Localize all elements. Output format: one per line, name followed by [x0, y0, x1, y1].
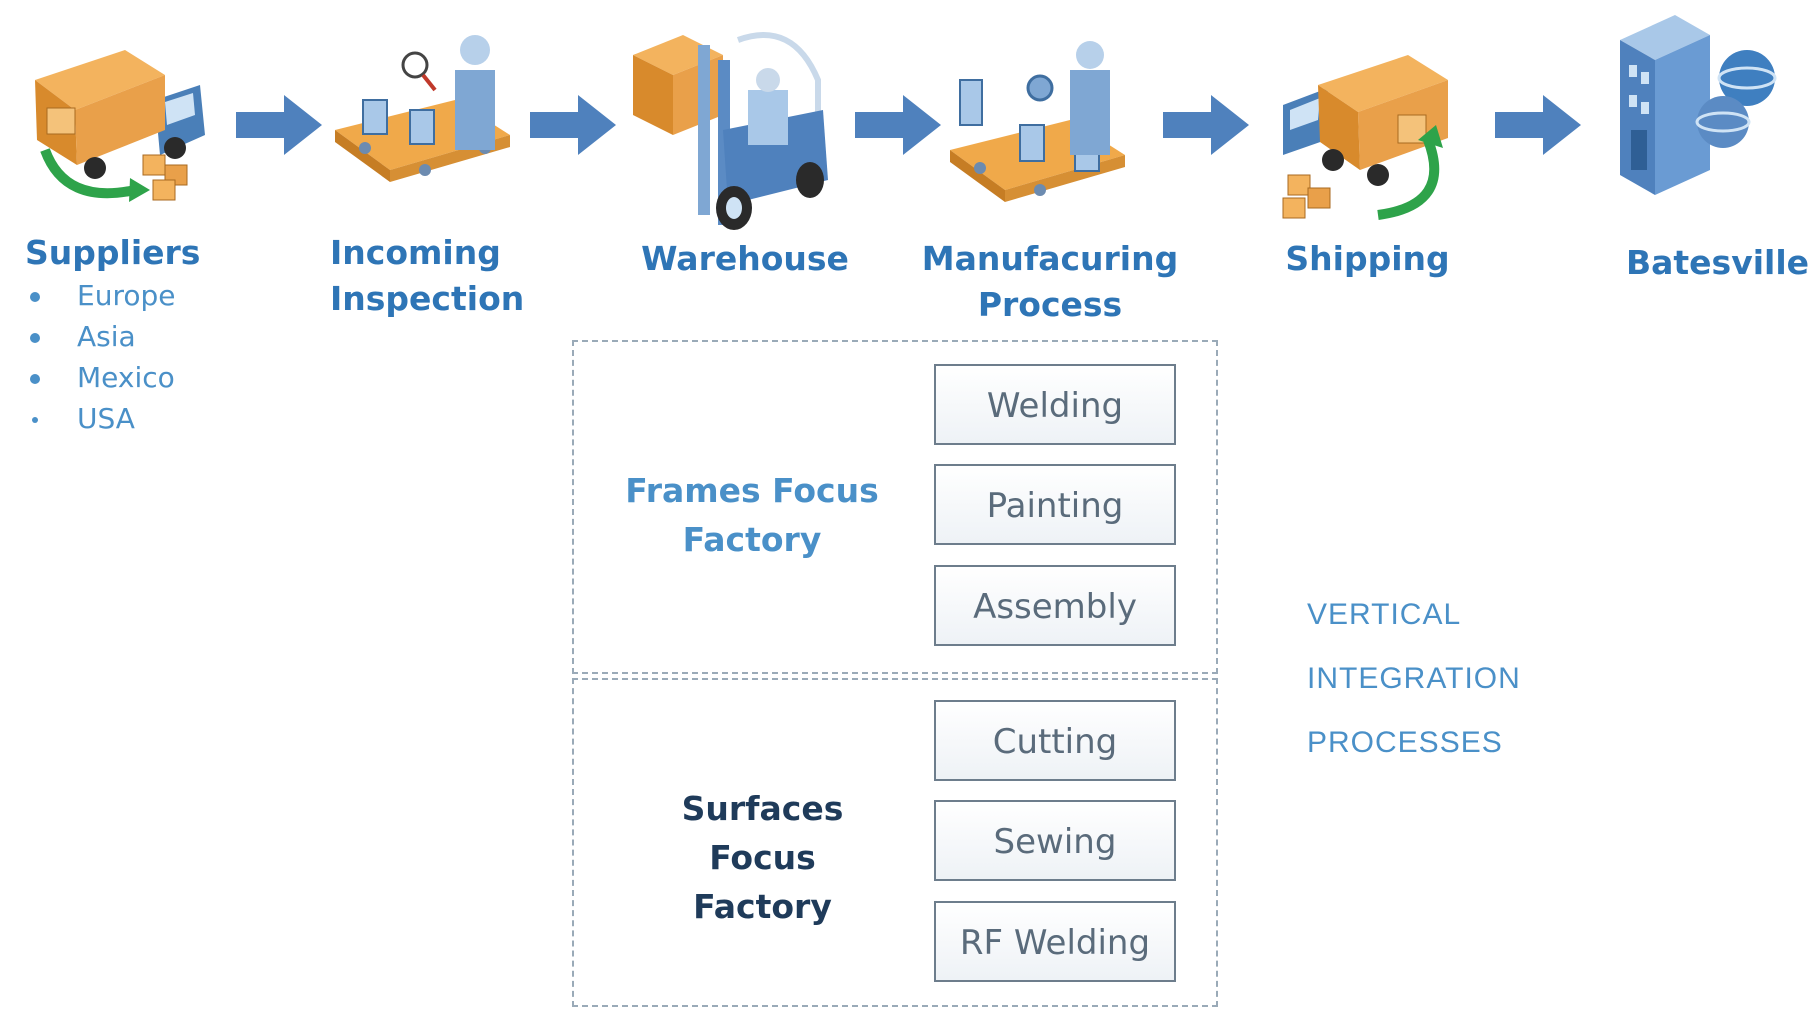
delivery-truck-icon: [35, 50, 205, 202]
process-box-painting: Painting: [934, 464, 1176, 545]
process-box-cutting: Cutting: [934, 700, 1176, 781]
surfaces-factory-label: Surfaces Focus Factory: [681, 789, 844, 926]
manufacturing-conveyor-icon: [950, 41, 1125, 202]
list-item: USA: [22, 398, 175, 439]
surfaces-factory-container: [572, 678, 1218, 1007]
building-globe-icon: [1620, 15, 1777, 195]
side-note-line: VERTICAL: [1307, 598, 1462, 631]
process-box-welding: Welding: [934, 364, 1176, 445]
frames-factory-container: [572, 340, 1218, 674]
stage-label-incoming-inspection: Incoming Inspection: [330, 233, 525, 318]
list-item: Mexico: [22, 357, 175, 398]
process-box-assembly: Assembly: [934, 565, 1176, 646]
stage-label-shipping: Shipping: [1285, 239, 1450, 278]
region-label: USA: [77, 402, 135, 435]
flow-arrow: [530, 95, 616, 155]
bullet-icon: [30, 374, 40, 384]
bullet-icon: [30, 292, 40, 302]
stage-label-warehouse: Warehouse: [641, 239, 849, 278]
forklift-icon: [633, 32, 828, 230]
supplier-region-list: Europe Asia Mexico USA: [22, 275, 175, 439]
inspection-conveyor-icon: [335, 35, 510, 182]
shipping-truck-icon: [1282, 55, 1448, 220]
flow-arrow: [1163, 95, 1249, 155]
flow-arrow: [855, 95, 941, 155]
list-item: Europe: [22, 275, 175, 316]
stage-label-suppliers: Suppliers: [25, 233, 201, 272]
flow-arrow: [236, 95, 322, 155]
flow-arrow: [1495, 95, 1581, 155]
side-note-line: PROCESSES: [1307, 726, 1503, 759]
stage-label-manufacturing-process: Manufacuring Process: [921, 239, 1179, 324]
frames-factory-label: Frames Focus Factory: [625, 471, 879, 559]
list-item: Asia: [22, 316, 175, 357]
process-box-rf-welding: RF Welding: [934, 901, 1176, 982]
side-note-line: INTEGRATION: [1307, 662, 1521, 695]
bullet-icon: [32, 417, 38, 423]
region-label: Asia: [77, 320, 136, 353]
region-label: Mexico: [77, 361, 175, 394]
bullet-icon: [30, 333, 40, 343]
region-label: Europe: [77, 279, 176, 312]
stage-label-batesville: Batesville: [1625, 243, 1810, 282]
process-box-sewing: Sewing: [934, 800, 1176, 881]
